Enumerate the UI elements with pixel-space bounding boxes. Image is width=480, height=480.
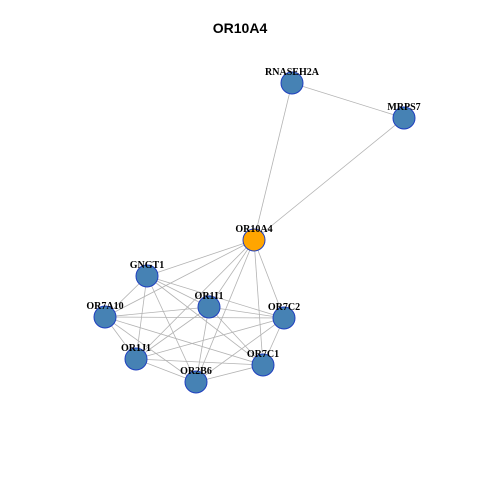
edge-or1i1-or7c1 [208, 306, 264, 366]
edge-or7c2-or2b6 [195, 317, 285, 383]
edge-gngt1-or7c1 [146, 275, 264, 366]
node-rnaseh2a[interactable] [280, 71, 304, 95]
node-label-or10a4: OR10A4 [235, 224, 272, 235]
node-label-or1i1: OR1I1 [195, 291, 224, 302]
node-label-or7a10: OR7A10 [86, 301, 123, 312]
node-or1i1[interactable] [197, 295, 221, 319]
edge-or7a10-or7c2 [104, 316, 285, 319]
node-label-or7c2: OR7C2 [268, 302, 300, 313]
node-or1j1[interactable] [124, 347, 148, 371]
edge-gngt1-or2b6 [146, 275, 197, 383]
node-or7c2[interactable] [272, 306, 296, 330]
edge-or1i1-or7c2 [208, 306, 285, 319]
node-or7c1[interactable] [251, 353, 275, 377]
edge-or7c1-or2b6 [195, 364, 264, 383]
node-label-mrps7: MRPS7 [387, 102, 420, 113]
edge-gngt1-or1i1 [146, 275, 210, 308]
edge-or10a4-or7c2 [253, 239, 285, 319]
node-or7a10[interactable] [93, 305, 117, 329]
edge-or10a4-or7c1 [253, 239, 264, 366]
node-label-gngt1: GNGT1 [130, 260, 164, 271]
node-label-or7c1: OR7C1 [247, 349, 279, 360]
edge-gngt1-or7c2 [146, 275, 285, 319]
edge-or1j1-or7c1 [135, 358, 264, 366]
edge-or10a4-or2b6 [195, 239, 255, 383]
edge-rnaseh2a-or10a4 [253, 82, 293, 241]
node-mrps7[interactable] [392, 106, 416, 130]
edge-rnaseh2a-mrps7 [291, 82, 405, 119]
node-or2b6[interactable] [184, 370, 208, 394]
edge-or7a10-or2b6 [104, 316, 197, 383]
edge-or10a4-gngt1 [146, 239, 255, 277]
edge-or1i1-or1j1 [135, 306, 210, 360]
edge-mrps7-or10a4 [253, 117, 405, 241]
node-label-rnaseh2a: RNASEH2A [265, 67, 320, 78]
edge-or7a10-or7c1 [104, 316, 264, 366]
node-or10a4[interactable] [242, 228, 266, 252]
graph-title: OR10A4 [212, 20, 268, 36]
node-label-or1j1: OR1J1 [121, 343, 151, 354]
edge-or1i1-or7a10 [104, 306, 210, 318]
nodes-layer [93, 71, 416, 394]
edge-or10a4-or1i1 [208, 239, 255, 308]
edge-or1i1-or2b6 [195, 306, 210, 383]
node-label-or2b6: OR2B6 [180, 366, 212, 377]
edge-or10a4-or1j1 [135, 239, 255, 360]
edge-or10a4-or7a10 [104, 239, 255, 318]
node-gngt1[interactable] [135, 264, 159, 288]
edge-or7c2-or1j1 [135, 317, 285, 360]
